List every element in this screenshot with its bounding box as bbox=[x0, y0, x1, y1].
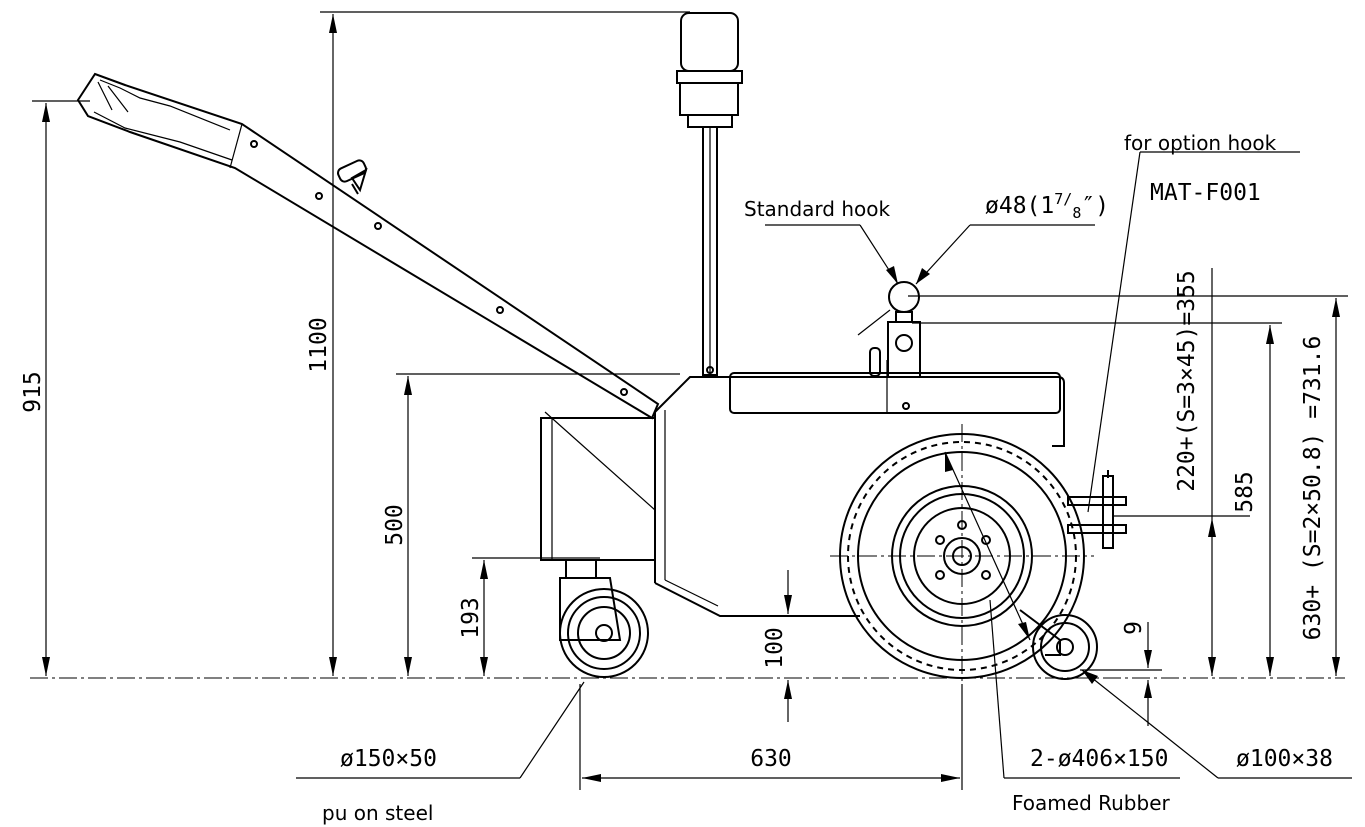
tiller-handle bbox=[76, 72, 660, 511]
dim-500-text: 500 bbox=[382, 504, 408, 546]
hook-fraction-den: 8 bbox=[1072, 204, 1081, 222]
castor-material-label: pu on steel bbox=[322, 801, 433, 825]
hook-diameter-text: ø48(1 bbox=[985, 193, 1054, 219]
dim-630-text: 630 bbox=[750, 746, 792, 772]
dim-355: 220+(S=3×45)=355 bbox=[908, 270, 1348, 492]
castor-size-label: ø150×50 bbox=[340, 746, 437, 772]
hook-inch: ″) bbox=[1081, 193, 1109, 219]
dim-100-text: 100 bbox=[762, 627, 788, 669]
dim-585-text: 585 bbox=[1232, 471, 1258, 513]
castor-callout: ø150×50 pu on steel bbox=[296, 681, 585, 825]
dim-731: 630+ (S=2×50.8) =731.6 bbox=[1266, 298, 1340, 676]
dim-731-text: 630+ (S=2×50.8) =731.6 bbox=[1300, 336, 1326, 641]
option-hook-code: MAT-F001 bbox=[1150, 180, 1261, 206]
dim-585: 585 bbox=[1112, 268, 1258, 676]
dim-9: 9 bbox=[1080, 621, 1162, 726]
dim-915: 915 bbox=[20, 100, 90, 676]
for-option-hook-label: for option hook bbox=[1124, 131, 1277, 155]
drive-wheel-size-label: 2-ø406×150 bbox=[1030, 746, 1168, 772]
dim-100: 100 bbox=[762, 570, 792, 722]
svg-text:ø48(17/8″): ø48(17/8″) bbox=[985, 190, 1109, 222]
chassis-body bbox=[540, 360, 1065, 617]
standard-hook-callout: Standard hook bbox=[744, 197, 899, 285]
option-hook-callout: for option hook MAT-F001 bbox=[1087, 131, 1300, 513]
hook-fraction-num: 7 bbox=[1054, 190, 1063, 208]
dim-193-text: 193 bbox=[458, 597, 484, 639]
option-hook-part bbox=[1067, 470, 1127, 549]
dim-1100-text: 1100 bbox=[306, 317, 332, 372]
dim-1100: 1100 bbox=[306, 11, 690, 676]
dim-915-text: 915 bbox=[20, 371, 46, 413]
standard-hook-part bbox=[869, 281, 921, 378]
dim-193: 193 bbox=[458, 557, 600, 676]
dim-630: 630 bbox=[579, 684, 963, 790]
rear-wheel bbox=[1019, 609, 1098, 680]
hook-diameter-callout: ø48(17/8″) bbox=[857, 190, 1109, 336]
rear-wheel-size-label: ø100×38 bbox=[1236, 746, 1333, 772]
drive-wheel-callout: 2-ø406×150 Foamed Rubber bbox=[944, 451, 1180, 815]
drive-wheel bbox=[830, 424, 1094, 688]
standard-hook-label: Standard hook bbox=[744, 197, 890, 221]
dim-9-text: 9 bbox=[1121, 621, 1147, 635]
motor bbox=[676, 12, 743, 376]
rear-wheel-callout: ø100×38 bbox=[1081, 669, 1352, 779]
dim-500: 500 bbox=[382, 373, 680, 676]
dim-355-text: 220+(S=3×45)=355 bbox=[1174, 270, 1200, 492]
castor-wheel bbox=[559, 559, 649, 678]
drive-wheel-material-label: Foamed Rubber bbox=[1012, 791, 1170, 815]
